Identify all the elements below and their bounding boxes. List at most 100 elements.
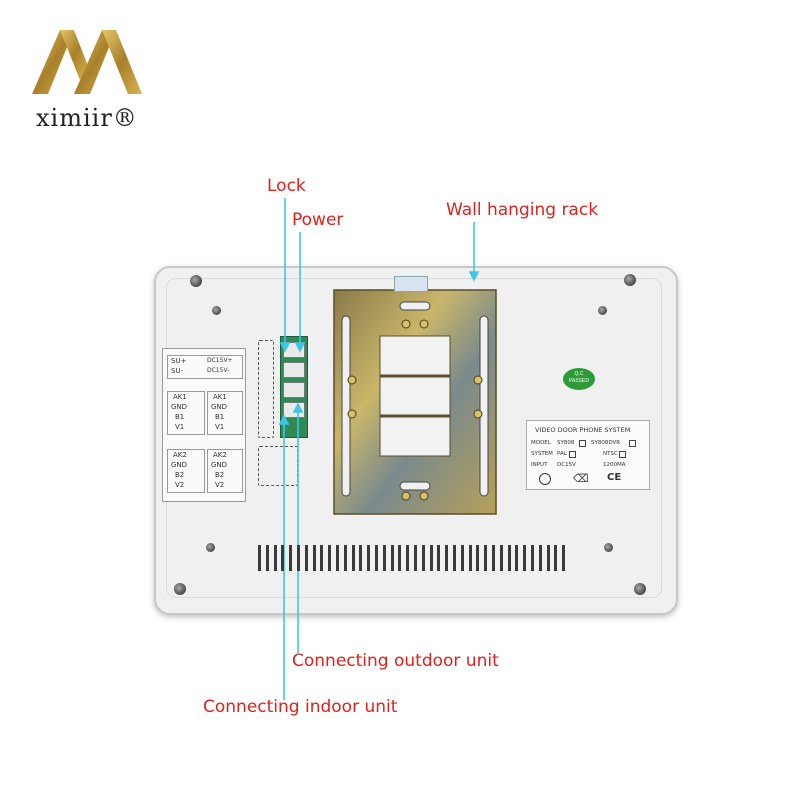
- qc-line2: PASSED: [569, 378, 589, 384]
- weee-bin-icon: ⌫: [573, 473, 589, 485]
- wall-hanging-bracket: [333, 289, 497, 515]
- vent-slot: [297, 545, 300, 571]
- vent-slot: [507, 545, 511, 571]
- terminal-ak1: AK1: [213, 393, 227, 401]
- screw-icon: [634, 583, 646, 595]
- pal-checkbox: [569, 451, 576, 458]
- spec-system-label: SYSTEM: [531, 451, 553, 457]
- vent-slot: [351, 545, 355, 571]
- vent-slot: [538, 545, 542, 571]
- vent-slot: [546, 545, 550, 571]
- vent-slot: [554, 545, 558, 571]
- terminal-ak2: AK2: [213, 451, 227, 459]
- vent-slot: [562, 545, 566, 571]
- screw-icon: [598, 306, 607, 315]
- terminal-v2: V2: [215, 481, 225, 489]
- vent-slot: [398, 545, 402, 571]
- vent-slot: [304, 545, 308, 571]
- vent-slot: [523, 545, 527, 571]
- connector-slot: [258, 340, 274, 438]
- vent-slot: [453, 545, 456, 571]
- vent-slot: [468, 545, 472, 571]
- terminal-ak1: AK1: [173, 393, 187, 401]
- screw-icon: [604, 543, 613, 552]
- qc-passed-sticker: Q.C PASSED: [563, 368, 595, 390]
- vent-slot: [445, 545, 449, 571]
- screw-icon: [174, 583, 186, 595]
- terminal-su-minus: SU-: [171, 367, 184, 375]
- model-a-checkbox: [579, 440, 586, 447]
- vent-slot: [390, 545, 394, 571]
- screw-icon: [212, 306, 221, 315]
- lock-callout: Lock: [267, 176, 306, 196]
- outdoor-callout: Connecting outdoor unit: [292, 651, 499, 671]
- vent-slot: [289, 545, 293, 571]
- terminal-su-plus: SU+: [171, 357, 187, 365]
- spec-input-label: INPUT: [531, 462, 548, 468]
- vent-slot: [406, 545, 410, 571]
- cert-circle-icon: [539, 473, 551, 485]
- terminal-gnd: GND: [171, 461, 188, 469]
- vent-slot: [531, 545, 534, 571]
- terminal-b2: B2: [175, 471, 185, 479]
- terminal-dc-minus: DC15V-: [207, 367, 230, 374]
- ce-mark-icon: CE: [607, 472, 622, 483]
- screw-icon: [624, 274, 636, 286]
- vent-slot: [320, 545, 324, 571]
- vent-slot: [476, 545, 480, 571]
- spec-model-a: SY808: [557, 440, 575, 446]
- wall-rack-callout: Wall hanging rack: [446, 200, 599, 220]
- terminal-label: SU+ SU- DC15V+ DC15V- AK1 GND B1 V1 AK1 …: [162, 348, 246, 502]
- terminal-v1: V1: [175, 423, 185, 431]
- outdoor-connector[interactable]: [283, 382, 305, 398]
- vent-slot: [429, 545, 433, 571]
- terminal-gnd: GND: [211, 461, 228, 469]
- ntsc-checkbox: [619, 451, 626, 458]
- vent-slot: [499, 545, 503, 571]
- power-callout: Power: [292, 210, 344, 230]
- vent-slot: [375, 545, 378, 571]
- vent-slot: [492, 545, 495, 571]
- spec-label: VIDEO DOOR PHONE SYSTEM MODEL SY808 SY80…: [526, 420, 650, 490]
- power-connector[interactable]: [283, 362, 305, 378]
- vent-slot: [336, 545, 339, 571]
- brand-logo-icon: [32, 30, 142, 94]
- brand-name: ximiir®: [36, 104, 138, 132]
- spec-model-b: SY808DVR: [591, 440, 621, 446]
- barcode-sticker: [394, 276, 428, 292]
- terminal-b1: B1: [175, 413, 185, 421]
- vent-slot: [382, 545, 386, 571]
- vent-slot: [265, 545, 269, 571]
- vent-slot: [421, 545, 425, 571]
- vent-slot: [414, 545, 417, 571]
- terminal-gnd: GND: [171, 403, 188, 411]
- vent-slot: [312, 545, 316, 571]
- vent-slot: [460, 545, 464, 571]
- terminal-v1: V1: [215, 423, 225, 431]
- vent-slot: [367, 545, 371, 571]
- qc-line1: Q.C: [574, 371, 584, 377]
- terminal-dc-plus: DC15V+: [207, 357, 233, 364]
- terminal-v2: V2: [175, 481, 185, 489]
- spec-input-a: 1200MA: [603, 462, 626, 468]
- vent-slot: [258, 545, 261, 571]
- terminal-b2: B2: [215, 471, 225, 479]
- screw-icon: [206, 543, 215, 552]
- vent-slot: [515, 545, 519, 571]
- spec-pal: PAL: [557, 451, 567, 457]
- spec-title: VIDEO DOOR PHONE SYSTEM: [535, 426, 631, 434]
- ventilation-slots: [258, 545, 568, 573]
- model-b-checkbox: [629, 440, 636, 447]
- vent-slot: [273, 545, 277, 571]
- indoor-callout: Connecting indoor unit: [203, 697, 398, 717]
- vent-slot: [343, 545, 347, 571]
- spec-input-v: DC15V: [557, 462, 576, 468]
- spec-model-label: MODEL: [531, 440, 551, 446]
- vent-slot: [281, 545, 285, 571]
- vent-slot: [328, 545, 332, 571]
- screw-icon: [190, 275, 202, 287]
- vent-slot: [359, 545, 363, 571]
- vent-slot: [484, 545, 488, 571]
- terminal-b1: B1: [215, 413, 225, 421]
- terminal-gnd: GND: [211, 403, 228, 411]
